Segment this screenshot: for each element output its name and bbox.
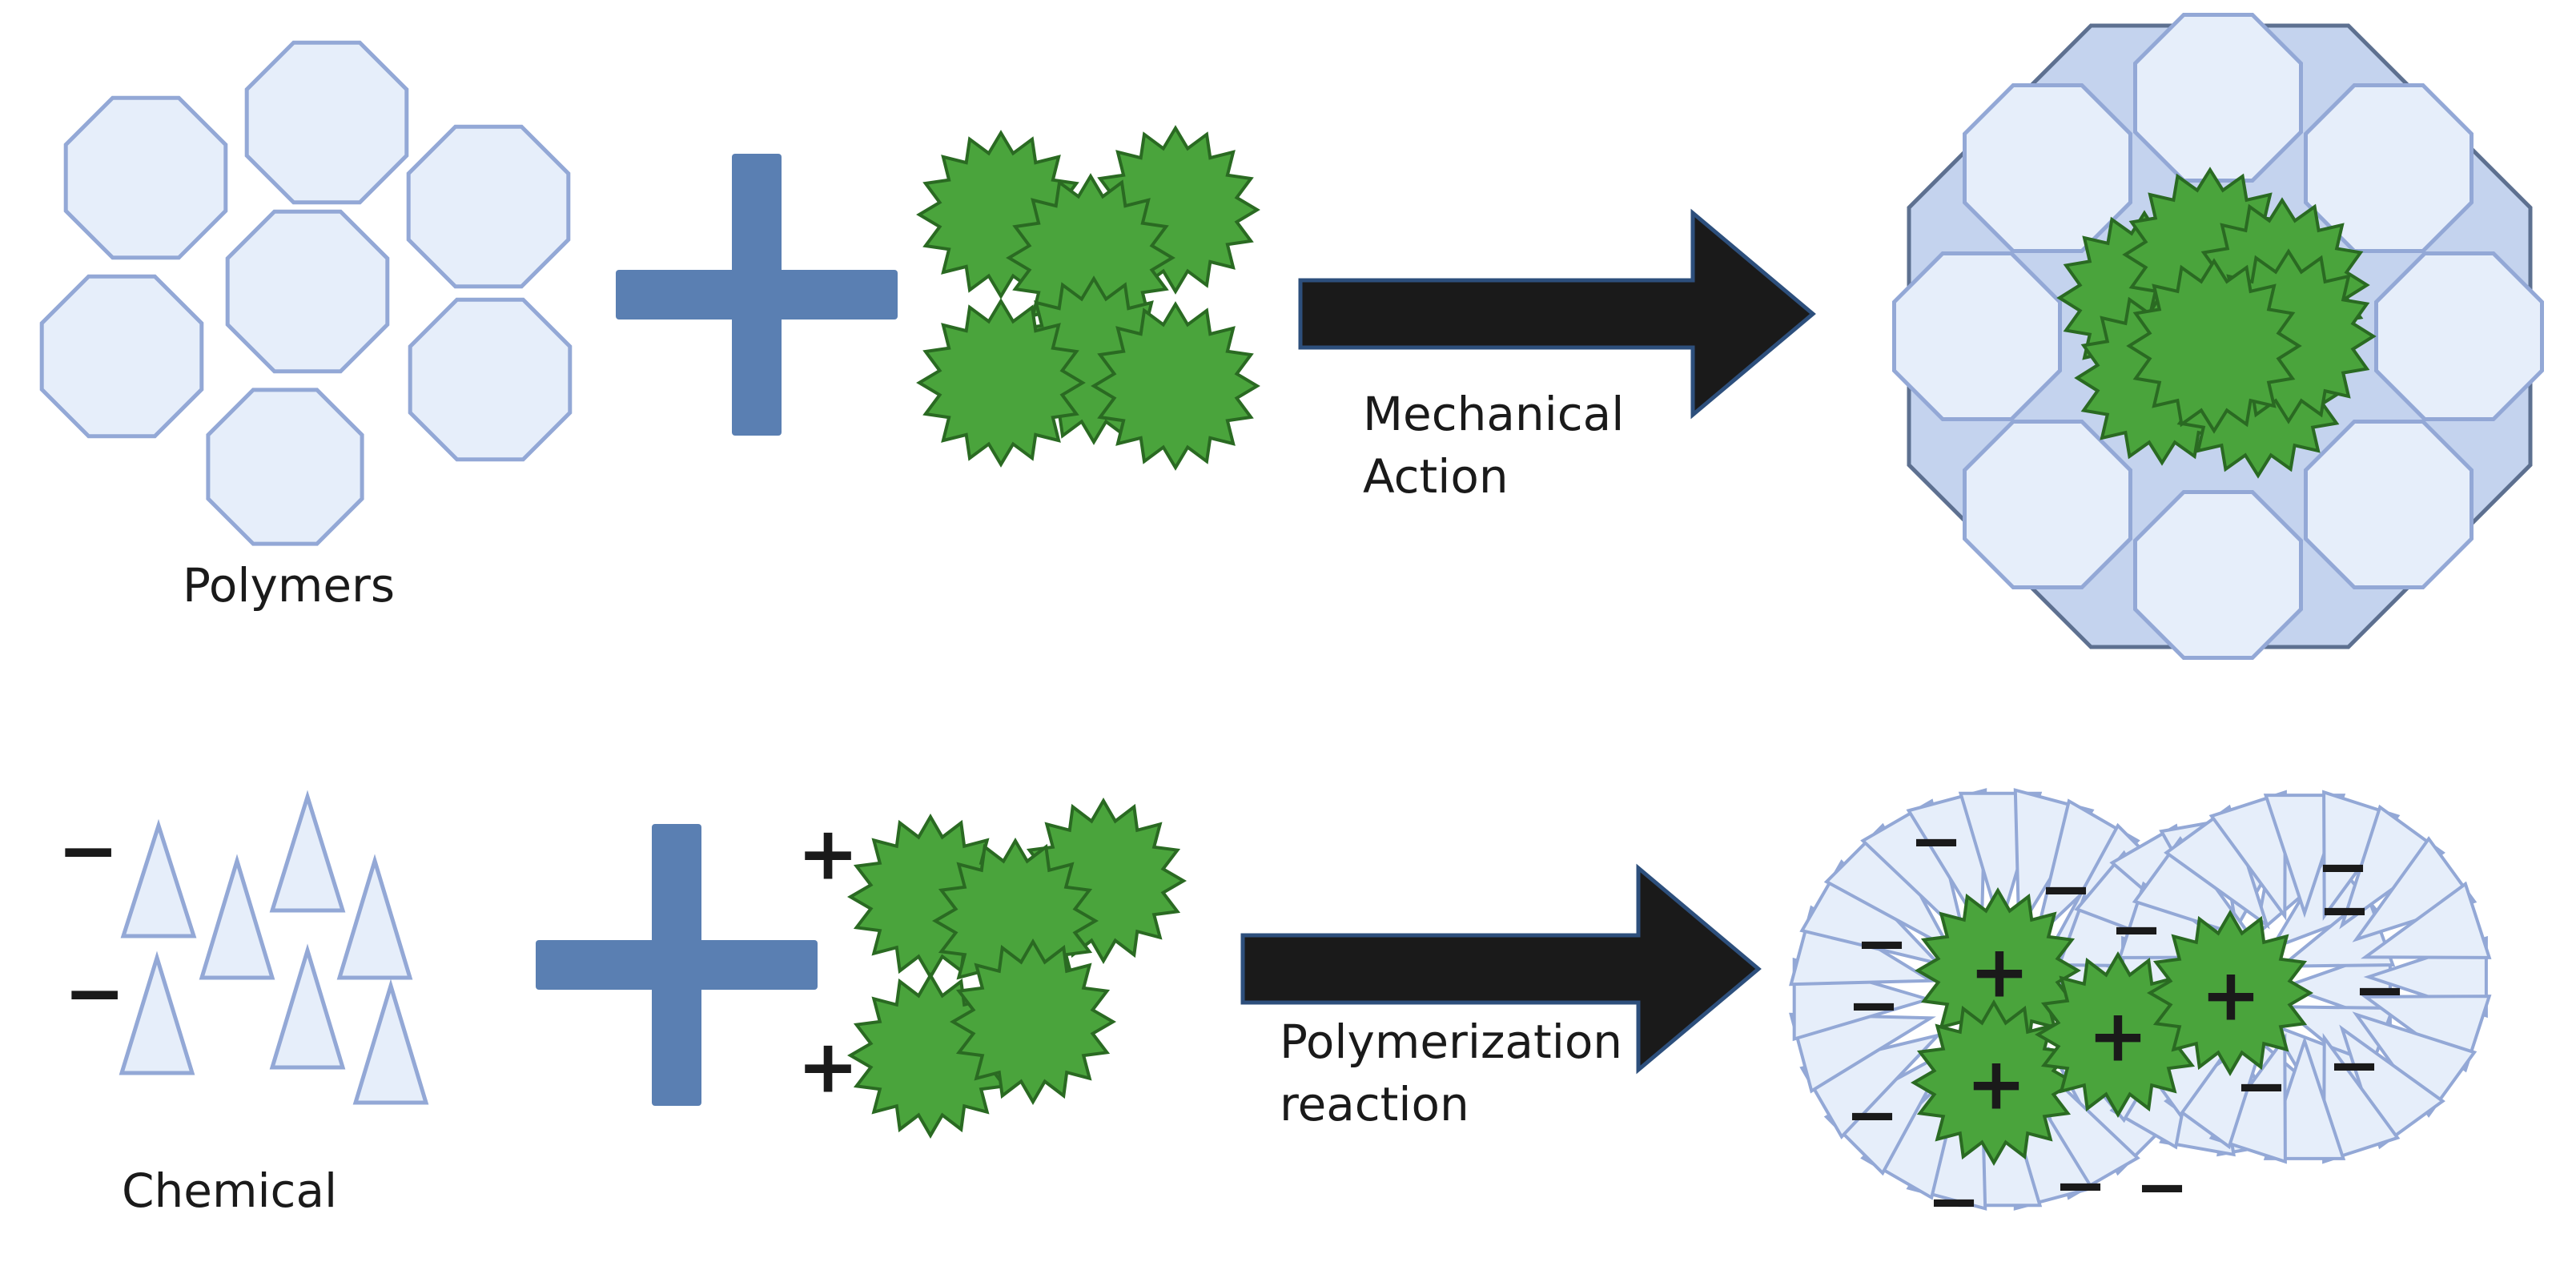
polymerization-reaction-line1: Polymerization — [1280, 1015, 1623, 1069]
negative-charge-sign: − — [2039, 852, 2092, 926]
spiky-particle-icon — [1091, 301, 1260, 471]
octagon-icon — [206, 388, 364, 546]
charged-polymer-complex: ++++−−−−−−−−−−−−−− — [1789, 788, 2492, 1239]
mechanical-action-label: Mechanical Action — [1363, 383, 1624, 508]
negative-charge-sign: − — [2135, 1150, 2188, 1224]
chemical-label: Chemical — [122, 1163, 338, 1218]
positive-charge-sign: + — [797, 1024, 858, 1110]
octagon-icon — [2133, 490, 2303, 660]
octagon-icon — [225, 209, 390, 374]
negative-charge-sign: − — [57, 808, 119, 894]
negative-charge-sign: − — [2234, 1049, 2288, 1123]
encapsulated-particle — [1892, 13, 2544, 660]
plus-icon — [616, 154, 898, 436]
triangle-icon — [119, 950, 195, 1075]
negative-charge-sign: − — [2053, 1148, 2107, 1223]
octagon-icon — [406, 124, 571, 289]
spiky-particle-icon — [2126, 258, 2302, 434]
polymers-label: Polymers — [183, 558, 396, 613]
triangle-icon — [199, 854, 275, 980]
negative-charge-sign: − — [1927, 1164, 1980, 1239]
positive-charge-sign: + — [2088, 995, 2148, 1079]
octagon-icon — [2133, 13, 2303, 183]
octagon-icon — [1963, 83, 2132, 253]
triangle-icon — [2361, 881, 2492, 959]
triangle-icon — [269, 943, 346, 1070]
drug-particle-cluster-bottom: ++ — [797, 798, 1187, 1139]
octagon-icon — [2304, 420, 2474, 589]
spiky-particle-icon — [916, 298, 1086, 468]
negative-charge-sign: − — [2316, 830, 2369, 904]
negative-charge-sign: − — [2317, 873, 2371, 947]
octagon-icon — [1892, 251, 2062, 421]
negative-charge-sign: − — [1847, 968, 1900, 1043]
triangle-icon — [2280, 947, 2392, 1026]
negative-charge-sign: − — [2109, 892, 2163, 967]
polymerization-reaction-line2: reaction — [1280, 1077, 1469, 1131]
triangle-icon — [269, 790, 346, 913]
octagon-icon — [244, 40, 409, 205]
positive-charge-sign: + — [1969, 930, 2029, 1015]
plus-icon — [536, 824, 818, 1106]
octagon-icon — [39, 274, 204, 439]
positive-charge-sign: + — [2200, 954, 2261, 1038]
octagon-icon — [63, 95, 228, 260]
negative-charge-sign: − — [2353, 953, 2406, 1027]
drug-particle-cluster-top — [916, 125, 1260, 471]
triangle-icon — [336, 854, 413, 980]
polymer-cluster — [39, 40, 573, 546]
arrow-right-icon — [1240, 863, 1762, 1075]
octagon-icon — [2304, 83, 2474, 253]
octagon-icon — [2374, 251, 2544, 421]
spiky-particle-icon — [1911, 999, 2077, 1166]
positive-charge-sign: + — [797, 811, 858, 897]
mechanical-action-line2: Action — [1363, 449, 1509, 504]
chemical-cluster: −− — [57, 790, 429, 1105]
octagon-icon — [1963, 420, 2132, 589]
spiky-particle-icon — [2147, 910, 2313, 1076]
negative-charge-sign: − — [1909, 804, 1963, 878]
spiky-particle-icon — [950, 938, 1116, 1105]
negative-charge-sign: − — [2327, 1028, 2381, 1103]
negative-charge-sign: − — [63, 950, 125, 1036]
octagon-icon — [408, 297, 573, 462]
arrow-right-icon — [1298, 208, 1816, 420]
polymerization-reaction-label: Polymerization reaction — [1280, 1011, 1622, 1135]
triangle-icon — [120, 818, 197, 938]
mechanical-action-line1: Mechanical — [1363, 387, 1625, 441]
triangle-icon — [352, 979, 429, 1105]
negative-charge-sign: − — [1845, 1078, 1899, 1152]
negative-charge-sign: − — [1855, 906, 1908, 981]
positive-charge-sign: + — [1966, 1043, 2026, 1127]
